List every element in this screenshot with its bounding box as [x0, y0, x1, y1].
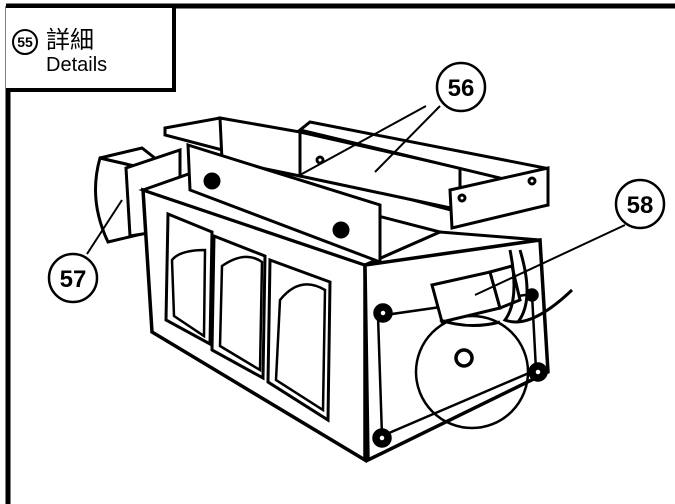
- connector-wiring: [430, 249, 574, 327]
- title-japanese: 詳細: [46, 26, 94, 54]
- details-title-box: 55 詳細 Details: [6, 8, 176, 92]
- title-english: Details: [46, 54, 108, 76]
- callout-57: 57: [47, 199, 123, 304]
- callout-57-label: 57: [60, 266, 87, 293]
- callout-58: 58: [474, 178, 666, 296]
- callout-56: 56: [299, 61, 487, 176]
- heater-box-front: [141, 187, 367, 464]
- section-number-badge: 55: [12, 29, 38, 55]
- callout-56-label: 56: [448, 75, 475, 102]
- callout-58-label: 58: [627, 192, 654, 219]
- mounting-bracket: [163, 116, 550, 265]
